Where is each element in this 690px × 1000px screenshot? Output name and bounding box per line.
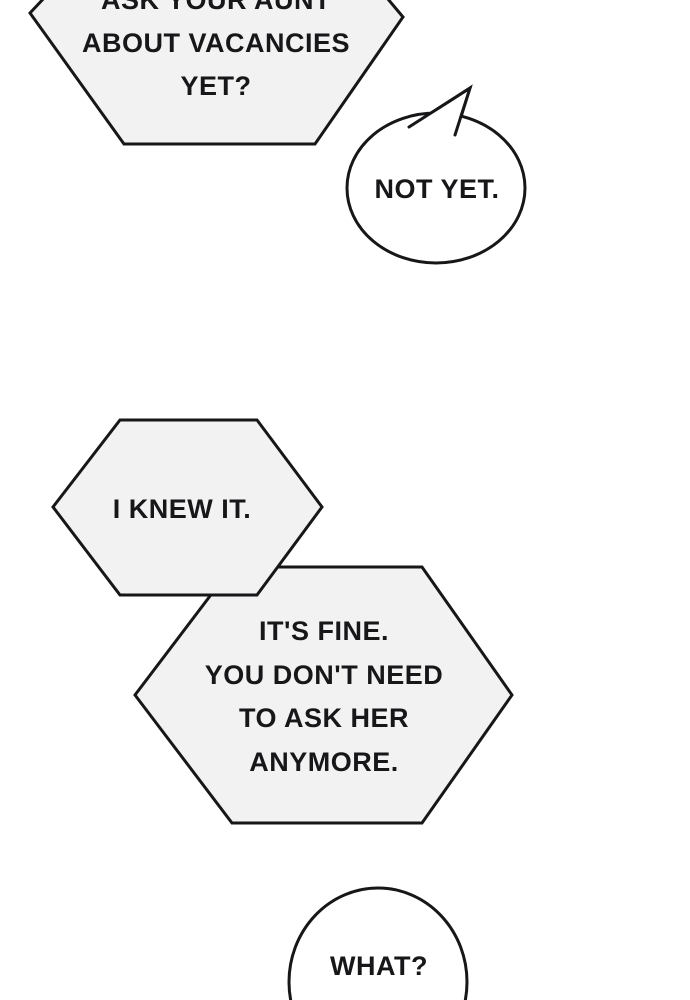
bubble-line-what-1: WHAT?: [330, 951, 428, 981]
bubble-line-its-fine-1: IT'S FINE.: [259, 616, 389, 646]
hexagon-shape-ask-aunt: [28, 0, 405, 146]
bubble-line-ask-aunt-2: ABOUT VACANCIES: [82, 28, 350, 58]
speech-bubble-not-yet: NOT YET.: [345, 84, 527, 265]
bubble-line-its-fine-3: TO ASK HER: [239, 703, 409, 733]
hexagon-shape-i-knew-it: [51, 418, 324, 597]
bubble-line-ask-aunt-3: YET?: [180, 71, 251, 101]
bubble-line-its-fine-4: ANYMORE.: [249, 747, 399, 777]
speech-bubble-cluster-knew-fine: I KNEW IT. IT'S FINE. YOU DON'T NEED TO …: [51, 418, 514, 825]
bubble-line-its-fine-2: YOU DON'T NEED: [205, 660, 443, 690]
bubble-line-ask-aunt-1: ASK YOUR AUNT: [101, 0, 331, 15]
hexagon-shape-its-fine: [133, 565, 514, 825]
hexagon-seam-mask: [187, 572, 255, 590]
bubble-line-i-knew-it-1: I KNEW IT.: [113, 494, 252, 524]
speech-bubble-what: WHAT?: [287, 886, 469, 1000]
ellipse-shape-what: [287, 886, 469, 1000]
bubble-line-not-yet-1: NOT YET.: [374, 174, 499, 204]
bubble-tail-outline-not-yet: [407, 84, 473, 137]
speech-bubble-ask-aunt: ASK YOUR AUNT ABOUT VACANCIES YET?: [28, 0, 405, 146]
bubble-tail-notch-mask-not-yet: [412, 92, 468, 132]
